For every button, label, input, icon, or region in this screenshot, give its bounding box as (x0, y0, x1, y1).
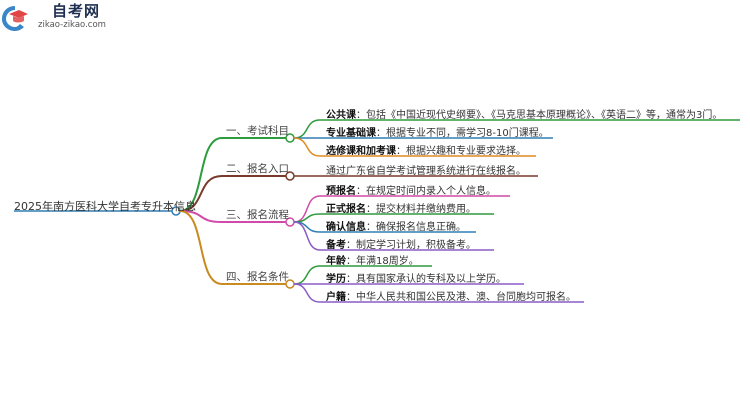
leaf-key: 确认信息 (326, 222, 366, 233)
leaf-text: ：根据兴趣和专业要求选择。 (396, 146, 526, 157)
branch-label[interactable]: 一、考试科目 (226, 125, 289, 137)
leaf-text: ：提交材料并缴纳费用。 (366, 204, 476, 215)
leaf-key: 正式报名 (326, 204, 366, 215)
leaf-connector (293, 221, 321, 251)
leaf-key: 年龄 (326, 256, 346, 267)
logo-title: 自考网 (52, 2, 101, 20)
leaf-connector (293, 119, 321, 139)
graduation-cap-logo-icon (2, 6, 28, 31)
branch-label[interactable]: 二、报名入口 (226, 163, 289, 175)
branch-connector (179, 210, 223, 285)
leaf-text: ：中华人民共和国公民及港、澳、台同胞均可报名。 (346, 292, 576, 303)
leaf-item[interactable]: 预报名：在规定时间内录入个人信息。 (326, 182, 496, 197)
leaf-item[interactable]: 专业基础课：根据专业不同，需学习8-10门课程。 (326, 124, 549, 139)
root-node-label: 2025年南方医科大学自考专升本信息 (14, 200, 196, 213)
leaf-text: 通过广东省自学考试管理系统进行在线报名。 (326, 166, 526, 177)
leaf-text: ：在规定时间内录入个人信息。 (356, 186, 496, 197)
leaf-text: ：年满18周岁。 (346, 256, 419, 267)
leaf-item[interactable]: 确认信息：确保报名信息正确。 (326, 218, 466, 233)
branch-label[interactable]: 四、报名条件 (226, 271, 289, 283)
leaf-text: ：确保报名信息正确。 (366, 222, 466, 233)
leaf-key: 户籍 (326, 292, 346, 303)
leaf-connector (293, 283, 321, 303)
leaf-key: 备考 (326, 240, 346, 251)
leaf-key: 预报名 (326, 186, 356, 197)
branch-connector (179, 210, 223, 223)
leaf-key: 选修课和加考课 (326, 146, 396, 157)
leaf-key: 学历 (326, 274, 346, 285)
leaf-item[interactable]: 公共课：包括《中国近现代史纲要》、《马克思基本原理概论》、《英语二》等，通常为3… (326, 106, 722, 121)
leaf-item[interactable]: 户籍：中华人民共和国公民及港、澳、台同胞均可报名。 (326, 288, 576, 303)
leaf-item[interactable]: 学历：具有国家承认的专科及以上学历。 (326, 270, 506, 285)
leaf-item[interactable]: 年龄：年满18周岁。 (326, 252, 419, 267)
leaf-connector (293, 265, 321, 285)
branch-connector (179, 137, 223, 212)
leaf-text: ：具有国家承认的专科及以上学历。 (346, 274, 506, 285)
branch-connector (179, 175, 223, 212)
leaf-item[interactable]: 选修课和加考课：根据兴趣和专业要求选择。 (326, 142, 526, 157)
branch-label[interactable]: 三、报名流程 (226, 209, 289, 221)
leaf-text: ：包括《中国近现代史纲要》、《马克思基本原理概论》、《英语二》等，通常为3门。 (356, 110, 723, 121)
site-logo[interactable]: 自考网 zikao-zikao.com (0, 0, 140, 36)
leaf-key: 专业基础课 (326, 128, 376, 139)
leaf-key: 公共课 (326, 110, 356, 121)
leaf-item[interactable]: 通过广东省自学考试管理系统进行在线报名。 (326, 162, 526, 177)
leaf-connector (293, 137, 321, 157)
leaf-text: ：根据专业不同，需学习8-10门课程。 (376, 128, 549, 139)
leaf-text: ：制定学习计划，积极备考。 (346, 240, 476, 251)
leaf-item[interactable]: 正式报名：提交材料并缴纳费用。 (326, 200, 476, 215)
logo-subtitle: zikao-zikao.com (38, 20, 106, 30)
leaf-item[interactable]: 备考：制定学习计划，积极备考。 (326, 236, 476, 251)
